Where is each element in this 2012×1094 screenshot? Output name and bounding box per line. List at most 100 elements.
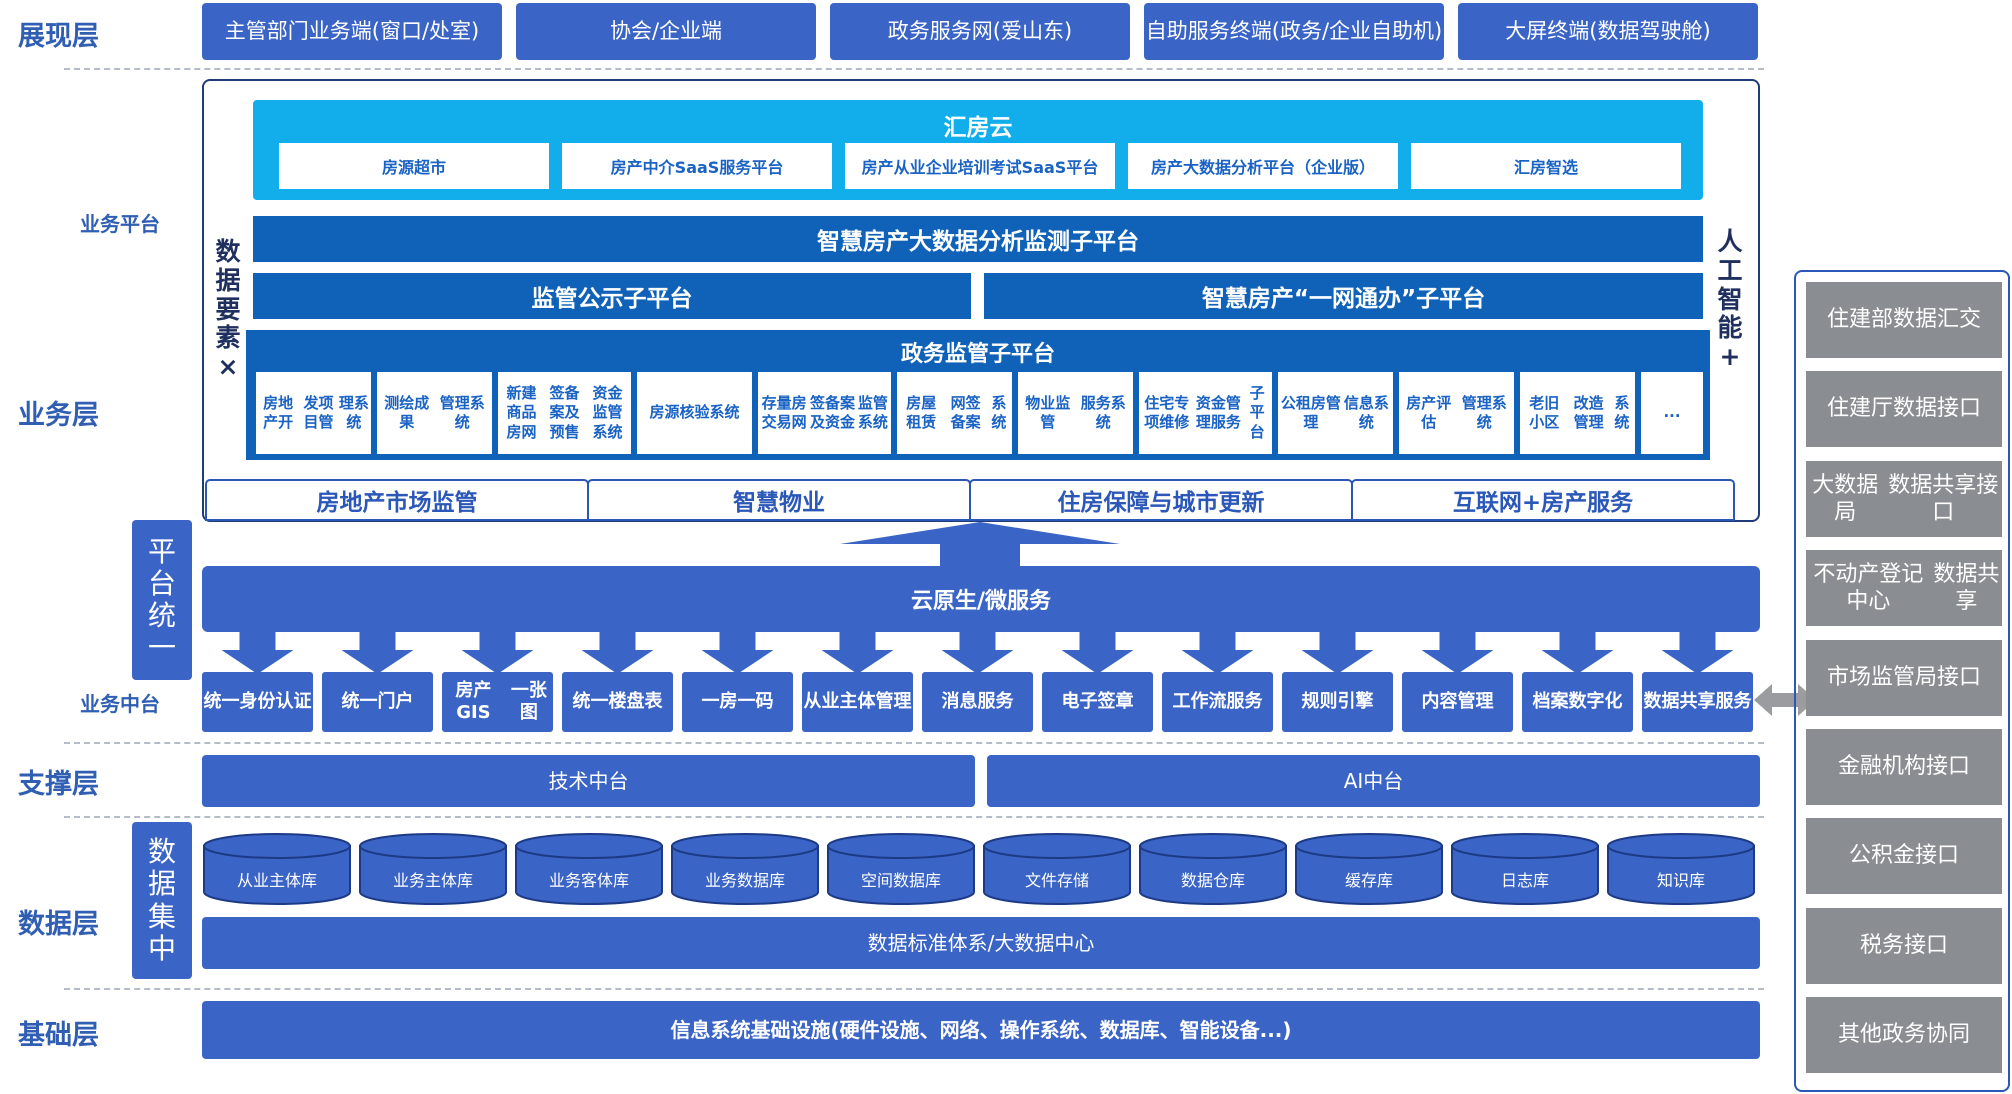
external-interface-item[interactable]: 住建部数据汇交 bbox=[1806, 282, 2002, 358]
huifang-item[interactable]: 房源超市 bbox=[279, 143, 549, 189]
text-line: 内容管理 bbox=[1421, 691, 1494, 713]
presentation-item[interactable]: 大屏终端(数据驾驶舱) bbox=[1458, 3, 1758, 60]
middle-service-item[interactable]: 工作流服务 bbox=[1162, 672, 1273, 732]
database-label: 日志库 bbox=[1500, 871, 1549, 890]
domain-tab[interactable]: 智慧物业 bbox=[587, 479, 971, 521]
down-arrow-icon bbox=[221, 630, 294, 674]
huifang-item[interactable]: 房产中介SaaS服务平台 bbox=[562, 143, 832, 189]
text-line: 系统 bbox=[1614, 393, 1630, 432]
gov-system-item[interactable]: 房产评估管理系统 bbox=[1399, 372, 1514, 454]
external-interface-item[interactable]: 税务接口 bbox=[1806, 908, 2002, 984]
middle-service-item[interactable]: 内容管理 bbox=[1402, 672, 1513, 732]
gov-system-item[interactable]: 房源核验系统 bbox=[637, 372, 752, 454]
huifang-item[interactable]: 房产从业企业培训考试SaaS平台 bbox=[845, 143, 1115, 189]
text-line: 住宅专项维修 bbox=[1144, 393, 1190, 432]
text-line: 数据共享 bbox=[1643, 691, 1716, 713]
middle-service-item[interactable]: 档案数字化 bbox=[1522, 672, 1633, 732]
presentation-item[interactable]: 协会/企业端 bbox=[516, 3, 816, 60]
domain-tab[interactable]: 互联网+房产服务 bbox=[1351, 479, 1735, 521]
gov-system-item[interactable]: 物业监管服务系统 bbox=[1018, 372, 1133, 454]
database-item[interactable]: 空间数据库 bbox=[826, 832, 976, 906]
vert-char: 集 bbox=[147, 899, 176, 933]
external-interface-item[interactable]: 大数据局数据共享接口 bbox=[1806, 461, 2002, 537]
middle-service-item[interactable]: 统一门户 bbox=[322, 672, 433, 732]
middle-service-item[interactable]: 一房一码 bbox=[682, 672, 793, 732]
text-line: 物业监管 bbox=[1025, 393, 1071, 432]
database-item[interactable]: 缓存库 bbox=[1294, 832, 1444, 906]
gov-system-item[interactable]: 房屋租赁网签备案系统 bbox=[897, 372, 1012, 454]
database-label: 知识库 bbox=[1656, 871, 1705, 890]
gov-system-item[interactable]: ... bbox=[1641, 372, 1703, 454]
external-interface-item[interactable]: 其他政务协同 bbox=[1806, 997, 2002, 1073]
middle-service-item[interactable]: 消息服务 bbox=[922, 672, 1033, 732]
database-icon bbox=[1139, 833, 1287, 905]
database-item[interactable]: 文件存储 bbox=[982, 832, 1132, 906]
gov-system-item[interactable]: 老旧小区改造管理系统 bbox=[1520, 372, 1635, 454]
double-arrow-icon bbox=[1754, 684, 1816, 716]
database-icon bbox=[1451, 833, 1599, 905]
external-interface-item[interactable]: 不动产登记中心数据共享 bbox=[1806, 550, 2002, 626]
database-label: 缓存库 bbox=[1344, 871, 1393, 890]
side-char: + bbox=[1719, 342, 1741, 372]
text-line: 房地产开 bbox=[263, 393, 294, 432]
presentation-item[interactable]: 政务服务网(爱山东) bbox=[830, 3, 1130, 60]
database-item[interactable]: 业务数据库 bbox=[670, 832, 820, 906]
text-line: 网签备案 bbox=[950, 393, 981, 432]
database-icon bbox=[1607, 833, 1755, 905]
down-arrow-icon bbox=[1181, 630, 1254, 674]
external-interface-item[interactable]: 金融机构接口 bbox=[1806, 729, 2002, 805]
gov-system-item[interactable]: 新建商品房网签备案及预售资金监管系统 bbox=[498, 372, 631, 454]
database-icon bbox=[515, 833, 663, 905]
text-line: 房源核验 bbox=[649, 403, 710, 422]
middle-service-item[interactable]: 规则引擎 bbox=[1282, 672, 1393, 732]
text-line: 公租房管理 bbox=[1280, 393, 1341, 432]
text-line: 房产GIS bbox=[455, 680, 492, 723]
huifang-item[interactable]: 房产大数据分析平台（企业版） bbox=[1128, 143, 1398, 189]
text-line: 一房一码 bbox=[701, 691, 774, 713]
presentation-item[interactable]: 主管部门业务端(窗口/处室) bbox=[202, 3, 502, 60]
text-line: ... bbox=[1663, 403, 1681, 422]
text-line: 老旧小区 bbox=[1529, 393, 1560, 432]
vert-char: 平 bbox=[147, 534, 176, 568]
database-item[interactable]: 知识库 bbox=[1606, 832, 1756, 906]
down-arrow-icon bbox=[941, 630, 1014, 674]
vert-char: 一 bbox=[147, 631, 176, 665]
external-interface-frame bbox=[1794, 270, 2010, 1092]
database-item[interactable]: 从业主体库 bbox=[202, 832, 352, 906]
gov-system-item[interactable]: 公租房管理信息系统 bbox=[1278, 372, 1393, 454]
side-char: × bbox=[217, 352, 239, 382]
text-line: 数据共享 bbox=[1933, 561, 2000, 615]
presentation-item[interactable]: 自助服务终端(政务/企业自助机) bbox=[1144, 3, 1444, 60]
database-item[interactable]: 业务客体库 bbox=[514, 832, 664, 906]
database-item[interactable]: 业务主体库 bbox=[358, 832, 508, 906]
database-icon bbox=[983, 833, 1131, 905]
external-interface-item[interactable]: 住建厅数据接口 bbox=[1806, 371, 2002, 447]
text-line: 理系统 bbox=[338, 393, 369, 432]
text-line: 签备案及预售 bbox=[549, 383, 580, 441]
middle-service-item[interactable]: 从业主体管理 bbox=[802, 672, 913, 732]
vert-char: 据 bbox=[147, 867, 176, 901]
text-line: 统一门户 bbox=[341, 691, 414, 713]
middle-service-item[interactable]: 电子签章 bbox=[1042, 672, 1153, 732]
middle-service-item[interactable]: 数据共享服务 bbox=[1642, 672, 1753, 732]
domain-tab[interactable]: 房地产市场监管 bbox=[205, 479, 589, 521]
gov-system-item[interactable]: 存量房交易网签备案及资金监管系统 bbox=[758, 372, 891, 454]
gov-system-item[interactable]: 住宅专项维修资金管理服务子平台 bbox=[1139, 372, 1272, 454]
external-interface-item[interactable]: 公积金接口 bbox=[1806, 818, 2002, 894]
huifang-item[interactable]: 汇房智选 bbox=[1411, 143, 1681, 189]
database-item[interactable]: 日志库 bbox=[1450, 832, 1600, 906]
text-line: 身份认证 bbox=[239, 691, 312, 713]
domain-tab[interactable]: 住房保障与城市更新 bbox=[969, 479, 1353, 521]
gov-system-item[interactable]: 测绘成果管理系统 bbox=[377, 372, 492, 454]
gov-system-item[interactable]: 房地产开发项目管理系统 bbox=[256, 372, 371, 454]
down-arrow-icon bbox=[341, 630, 414, 674]
middle-service-item[interactable]: 统一身份认证 bbox=[202, 672, 313, 732]
text-line: 服务系统 bbox=[1080, 393, 1126, 432]
platform-unified-label: 平台统一 bbox=[132, 520, 192, 680]
database-item[interactable]: 数据仓库 bbox=[1138, 832, 1288, 906]
database-label: 业务主体库 bbox=[392, 871, 473, 890]
external-interface-item[interactable]: 市场监管局接口 bbox=[1806, 640, 2002, 716]
middle-service-item[interactable]: 统一楼盘表 bbox=[562, 672, 673, 732]
text-line: (窗口/处室) bbox=[371, 18, 480, 43]
